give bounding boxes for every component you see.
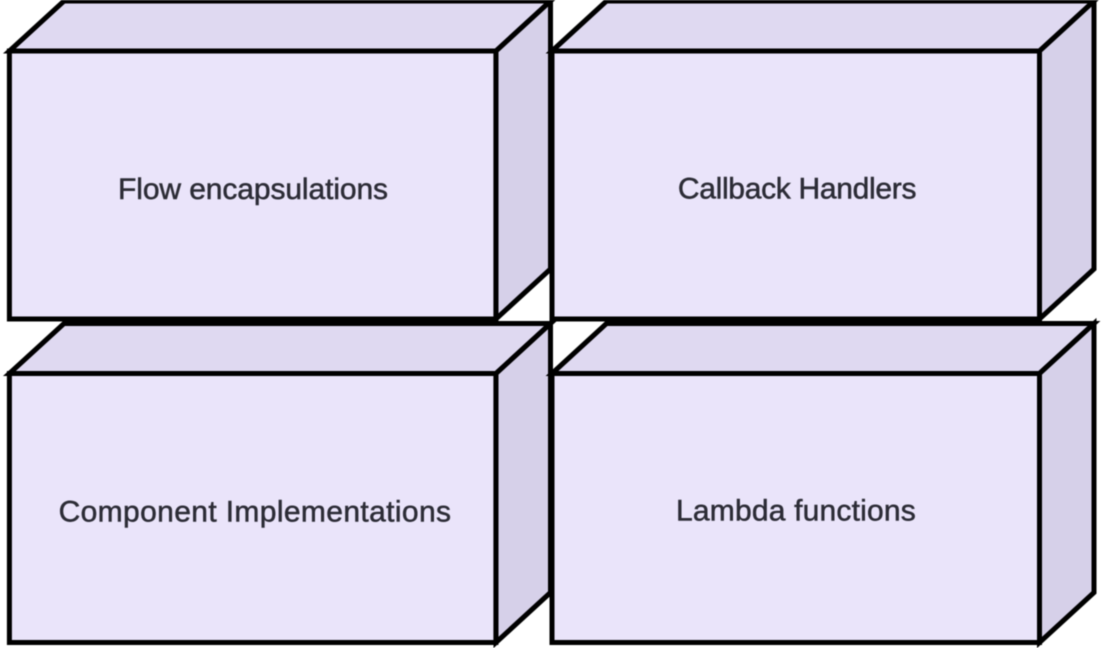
svg-text:Component Implementations: Component Implementations <box>59 496 452 529</box>
svg-text:Lambda functions: Lambda functions <box>676 495 916 528</box>
svg-text:Callback Handlers: Callback Handlers <box>678 173 916 206</box>
svg-text:Flow encapsulations: Flow encapsulations <box>118 173 388 206</box>
